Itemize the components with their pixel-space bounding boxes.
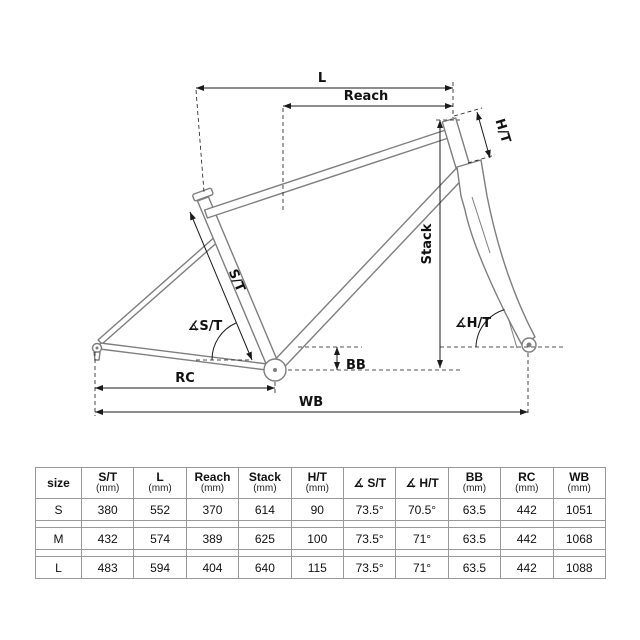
col-header-angle-st: ∡ S/T	[342, 467, 397, 499]
table-cell: 71°	[395, 556, 449, 579]
table-cell: 73.5°	[342, 498, 397, 521]
label-bb: BB	[346, 358, 366, 373]
size-cell: L	[35, 556, 82, 579]
table-row-m: M 432 574 389 625 100 73.5° 71° 63.5 442…	[35, 527, 606, 550]
col-header-stack: Stack(mm)	[238, 467, 292, 499]
col-header-wb: WB(mm)	[552, 467, 606, 499]
table-cell: 483	[80, 556, 135, 579]
bottom-bracket-axle	[273, 368, 277, 372]
table-cell: 404	[185, 556, 240, 579]
dim-stack: Stack	[288, 119, 460, 371]
size-cell: S	[35, 498, 82, 521]
col-header-reach: Reach(mm)	[185, 467, 240, 499]
dim-angle-ht: ∡H/T	[440, 309, 565, 348]
col-header-l: L(mm)	[133, 467, 187, 499]
table-cell: 594	[133, 556, 187, 579]
spacer-row	[35, 520, 606, 528]
label-wb: WB	[299, 395, 323, 410]
dim-reach: Reach	[282, 89, 453, 213]
table-row-s: S 380 552 370 614 90 73.5° 70.5° 63.5 44…	[35, 498, 606, 521]
table-cell: 432	[80, 527, 135, 550]
table-cell: 389	[185, 527, 240, 550]
label-l: L	[318, 71, 326, 86]
head-tube	[441, 117, 471, 170]
table-row-l: L 483 594 404 640 115 73.5° 71° 63.5 442…	[35, 556, 606, 579]
fork-stanchion-line	[471, 196, 491, 254]
down-tube	[274, 167, 467, 368]
table-cell: 71°	[395, 527, 449, 550]
label-angle-st: ∡S/T	[188, 319, 223, 334]
table-cell: 442	[500, 556, 554, 579]
table-cell: 380	[80, 498, 135, 521]
table-cell: 73.5°	[342, 556, 397, 579]
table-cell: 640	[238, 556, 292, 579]
table-cell: 370	[185, 498, 240, 521]
col-header-ht: H/T(mm)	[290, 467, 344, 499]
table-cell: 115	[290, 556, 344, 579]
col-header-rc: RC(mm)	[500, 467, 554, 499]
col-header-bb: BB(mm)	[447, 467, 502, 499]
size-cell: M	[35, 527, 82, 550]
chain-stay	[98, 342, 269, 371]
label-angle-ht: ∡H/T	[455, 316, 491, 331]
dimension-lines: L Reach H/T Stack	[94, 71, 565, 416]
table-cell: 442	[500, 498, 554, 521]
label-rc: RC	[175, 371, 195, 386]
frame-tubes	[91, 117, 537, 382]
dim-ht: H/T	[453, 107, 514, 164]
dim-l: L	[195, 71, 454, 193]
header-row: size S/T(mm) L(mm) Reach(mm) Stack(mm) H…	[35, 467, 606, 499]
table-cell: 63.5	[447, 527, 502, 550]
top-tube	[203, 129, 450, 219]
table-cell: 442	[500, 527, 554, 550]
dim-angle-st: ∡S/T	[188, 319, 252, 361]
table-cell: 552	[133, 498, 187, 521]
derailleur-hanger	[93, 351, 101, 361]
label-stack: Stack	[420, 223, 435, 264]
table-cell: 1088	[552, 556, 606, 579]
table-cell: 574	[133, 527, 187, 550]
col-header-st: S/T(mm)	[80, 467, 135, 499]
table-cell: 1051	[552, 498, 606, 521]
spacer-row	[35, 549, 606, 557]
bike-geometry-diagram: L Reach H/T Stack	[91, 71, 565, 416]
table-cell: 63.5	[447, 498, 502, 521]
table-cell: 70.5°	[395, 498, 449, 521]
rear-axle-dot	[95, 346, 99, 350]
label-reach: Reach	[344, 89, 389, 104]
table-cell: 90	[290, 498, 344, 521]
table-cell: 100	[290, 527, 344, 550]
label-ht: H/T	[492, 117, 514, 145]
dim-wb: WB	[95, 353, 529, 416]
dim-rc: RC	[94, 352, 276, 416]
table-cell: 614	[238, 498, 292, 521]
dim-bb-drop: BB	[298, 346, 366, 373]
geometry-table: size S/T(mm) L(mm) Reach(mm) Stack(mm) H…	[35, 467, 606, 579]
seat-clamp	[192, 187, 214, 202]
col-header-angle-ht: ∡ H/T	[395, 467, 449, 499]
col-header-size: size	[35, 467, 82, 499]
front-axle-dot	[526, 342, 532, 348]
table-cell: 63.5	[447, 556, 502, 579]
table-cell: 1068	[552, 527, 606, 550]
table-cell: 73.5°	[342, 527, 397, 550]
table-cell: 625	[238, 527, 292, 550]
